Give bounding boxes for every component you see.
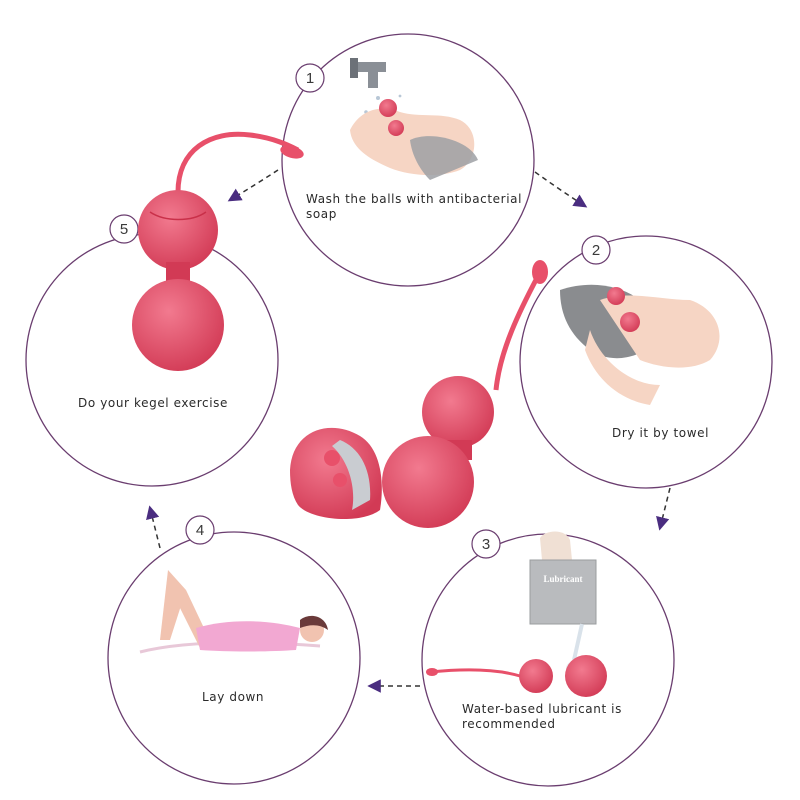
step-4-illustration: [139, 570, 328, 654]
step-2-number: 2: [592, 242, 600, 259]
step-1-number-badge: 1: [295, 63, 325, 93]
step-2-label: Dry it by towel: [612, 426, 710, 440]
step-5-label: Do your kegel exercise: [78, 396, 228, 410]
step-1-label: Wash the balls with antibacterial soap: [306, 192, 523, 221]
step-3-number-badge: 3: [471, 529, 501, 559]
step-3-label: Water-based lubricant is recommended: [462, 702, 622, 731]
step-5-number-badge: 5: [109, 214, 139, 244]
step-4-number: 4: [196, 522, 204, 539]
arrow-4-to-5: [146, 505, 161, 549]
step-2-number-badge: 2: [581, 235, 611, 265]
flow-arrows: [146, 169, 671, 693]
step-5-illustration: [132, 131, 304, 371]
step-1-illustration: [350, 58, 478, 180]
lubricant-pack: [529, 559, 597, 625]
step-5-number: 5: [120, 221, 128, 238]
arrow-5-to-1: [227, 169, 279, 202]
step-3-illustration: Lubricant: [426, 531, 607, 697]
arrow-2-to-3: [656, 487, 671, 531]
step-2-illustration: [560, 284, 720, 405]
step-4-label: Lay down: [202, 690, 265, 704]
arrow-1-to-2: [534, 171, 588, 208]
remote-control: [290, 427, 382, 520]
step-3-number: 3: [482, 536, 490, 553]
step-4-circle: [107, 531, 361, 785]
center-product-illustration: [290, 260, 548, 528]
step-1-number: 1: [306, 70, 314, 87]
step-4-number-badge: 4: [185, 515, 215, 545]
faucet-icon: [356, 62, 386, 88]
lubricant-pack-label: Lubricant: [543, 574, 582, 584]
